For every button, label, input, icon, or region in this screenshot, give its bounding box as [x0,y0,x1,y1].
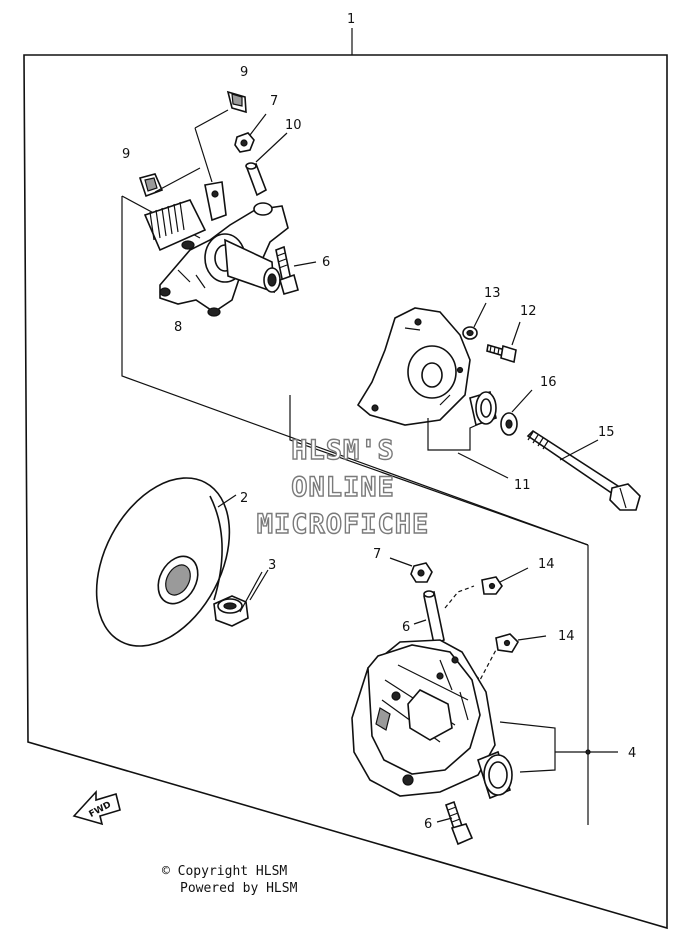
primary-sheave-part-4 [351,639,496,797]
callout-9-left: 9 [122,147,130,162]
fwd-arrow-icon: FWD [72,789,121,826]
watermark: HLSM'S ONLINE MICROFICHE [256,434,430,540]
callout-10: 10 [285,118,302,133]
callout-7-upper: 7 [270,94,278,109]
bolt-part-6-bottom [444,800,474,846]
nut-part-7-upper [234,132,255,153]
clip-part-9-upper [226,90,247,114]
callout-14-lower: 14 [558,629,575,644]
callout-11: 11 [514,478,531,493]
callout-15: 15 [598,425,615,440]
callout-6-mid: 6 [402,620,410,635]
nut-part-14-lower [495,633,520,653]
assembly-frame [23,28,668,930]
clip-part-9-left [138,173,164,198]
bushing-part-4 [477,750,513,800]
callout-2: 2 [240,491,248,506]
nut-part-7-lower [410,562,433,583]
pin-part-6-mid [423,590,445,646]
callouts: 1 2 3 4 6 6 6 7 7 8 9 9 10 11 12 13 14 1… [122,12,636,832]
callout-7-lower: 7 [373,547,381,562]
washer-part-13 [462,326,478,340]
callout-14-upper: 14 [538,557,555,572]
bolt-part-12 [486,343,517,364]
watermark-line-2: ONLINE [291,472,395,503]
callout-8: 8 [174,320,182,335]
callout-9-upper: 9 [240,65,248,80]
sheave-disk-part-2 [95,477,231,647]
callout-12: 12 [520,304,537,319]
bushing-cover [469,390,497,427]
powered-by-text: Powered by HLSM [180,881,298,896]
slider-part-3 [213,595,249,627]
callout-6-upper: 6 [322,255,330,270]
callout-13: 13 [484,286,501,301]
pin-part-10 [245,162,267,197]
copyright-text: © Copyright HLSM [162,864,288,879]
fixed-sheave-part-8 [143,181,289,317]
bolt-part-15 [526,429,641,511]
bolt-part-6-upper [275,245,299,295]
cover-part-11 [356,307,471,426]
callout-3: 3 [268,558,276,573]
callout-16: 16 [540,375,557,390]
nut-part-14-upper [481,576,503,595]
washer-part-16 [500,412,518,436]
watermark-line-3: MICROFICHE [257,509,430,540]
callout-4: 4 [628,746,636,761]
callout-6-bottom: 6 [424,817,432,832]
callout-1: 1 [347,12,355,27]
watermark-line-1: HLSM'S [291,435,395,466]
